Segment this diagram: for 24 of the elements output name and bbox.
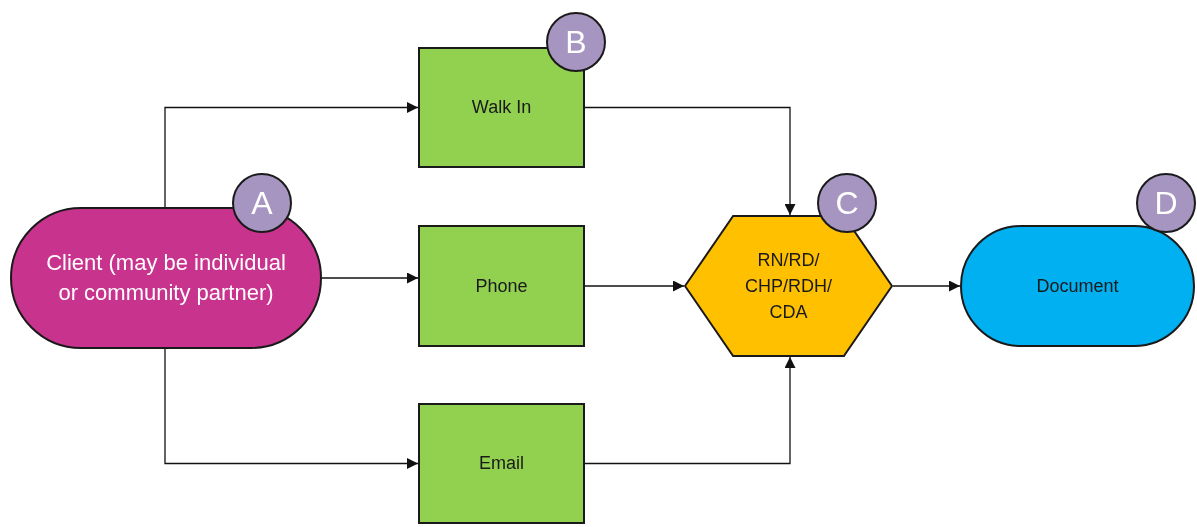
step-badge bbox=[232, 173, 292, 233]
process-box bbox=[418, 225, 585, 347]
connector-arrow bbox=[584, 280, 685, 292]
process-box bbox=[418, 403, 585, 524]
connector-arrow bbox=[584, 356, 796, 465]
node-label: Email bbox=[479, 452, 524, 475]
connector-arrow bbox=[584, 106, 796, 216]
node-label: C bbox=[835, 184, 859, 223]
step-badge bbox=[546, 12, 606, 72]
step-badge bbox=[817, 173, 877, 233]
connector-arrow bbox=[164, 348, 419, 469]
hexagon-shape bbox=[684, 215, 893, 357]
node-label: D bbox=[1154, 184, 1178, 223]
node-label: Client (may be individual or community partner) bbox=[45, 249, 287, 307]
connector-arrow bbox=[164, 102, 419, 208]
node-label: Walk In bbox=[471, 96, 532, 119]
node-label: B bbox=[565, 23, 587, 62]
node-label: Document bbox=[1036, 274, 1119, 298]
node-label: Phone bbox=[475, 274, 528, 298]
step-badge bbox=[1136, 173, 1196, 233]
node-label: A bbox=[251, 184, 273, 223]
connector-arrow bbox=[892, 280, 961, 292]
node-label: RN/RD/ CHP/RDH/ CDA bbox=[744, 248, 833, 325]
connector-arrow bbox=[321, 272, 419, 284]
